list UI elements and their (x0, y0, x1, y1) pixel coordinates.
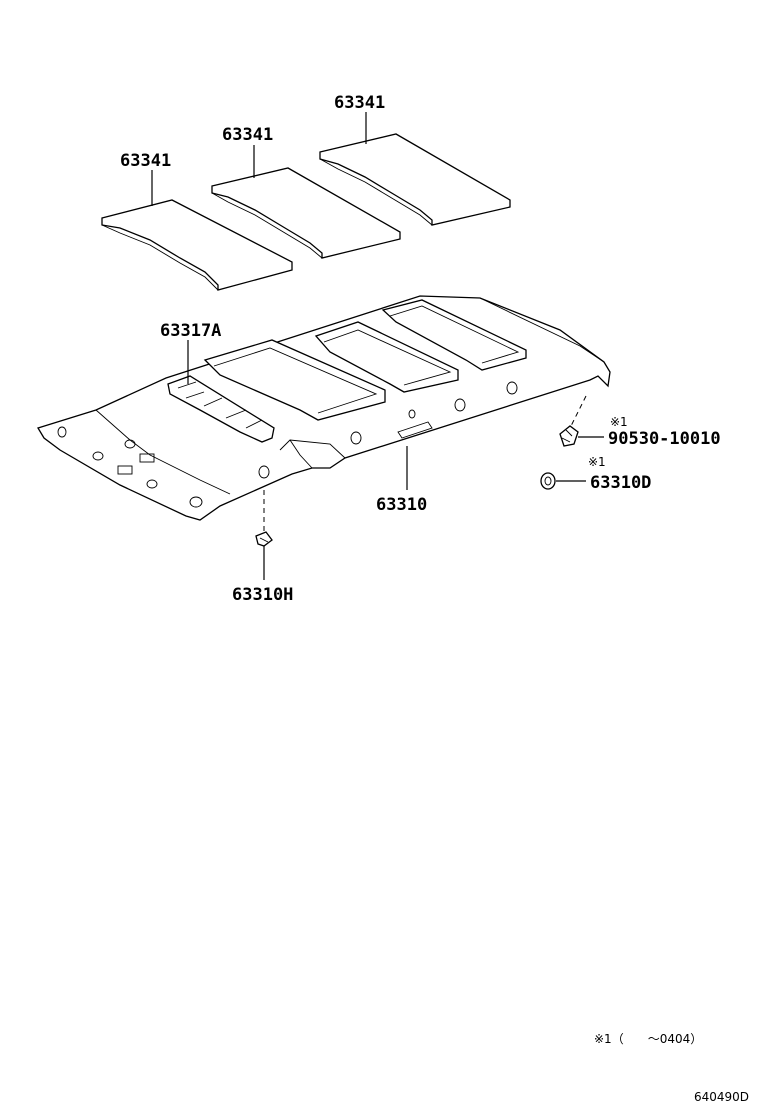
callout-clip-bottom: 63310H (232, 585, 293, 605)
leader-screw-dashed (569, 395, 587, 429)
note-clip-right-mark: ※1 (588, 455, 606, 469)
callout-screw: 90530-10010 (608, 429, 721, 449)
clip-63310H-icon (255, 531, 273, 547)
callout-clip-right: 63310D (590, 473, 651, 493)
callout-pad-left: 63341 (120, 151, 171, 171)
note-screw-mark: ※1 (610, 415, 628, 429)
roof-pad-right (319, 133, 511, 226)
screw-90530-icon (559, 425, 579, 447)
callout-pad-middle: 63341 (222, 125, 273, 145)
roof-pad-left (101, 199, 293, 291)
bracket-63317A (167, 375, 275, 443)
callout-headliner: 63310 (376, 495, 427, 515)
roof-pad-middle (211, 167, 401, 259)
clip-63310D-icon (540, 472, 556, 490)
callout-pad-right: 63341 (334, 93, 385, 113)
headliner-assembly (37, 295, 611, 521)
figure-code: 640490D (694, 1090, 749, 1104)
footnote: ※1（ ～0404） (594, 1032, 702, 1046)
callout-bracket: 63317A (160, 321, 221, 341)
